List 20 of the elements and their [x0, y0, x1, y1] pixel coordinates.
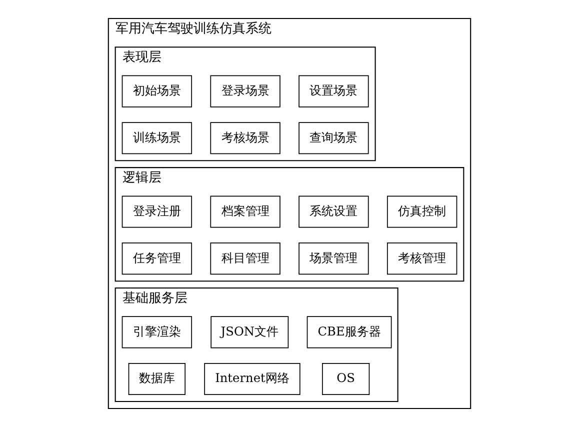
- node-box: 登录场景: [210, 75, 280, 108]
- node-box: 科目管理: [210, 242, 280, 275]
- node-box: 引擎渲染: [122, 316, 192, 348]
- node-box: 考核管理: [386, 242, 458, 275]
- node-box: 档案管理: [210, 196, 280, 228]
- node-box: 初始场景: [122, 75, 192, 108]
- node-box: Internet网络: [204, 362, 300, 396]
- node-box: 登录注册: [122, 196, 192, 228]
- node-box: 设置场景: [298, 75, 369, 108]
- node-box: CBE服务器: [306, 316, 392, 348]
- node-box: 场景管理: [298, 242, 369, 275]
- node-box: 数据库: [128, 362, 186, 396]
- node-box: OS: [322, 362, 370, 396]
- node-box: 考核场景: [210, 122, 280, 154]
- node-box: JSON文件: [210, 316, 289, 348]
- node-box: 任务管理: [122, 242, 192, 275]
- node-box: 系统设置: [298, 196, 369, 228]
- node-box: 训练场景: [122, 122, 192, 154]
- node-box: 查询场景: [298, 122, 369, 154]
- node-box: 仿真控制: [386, 196, 458, 228]
